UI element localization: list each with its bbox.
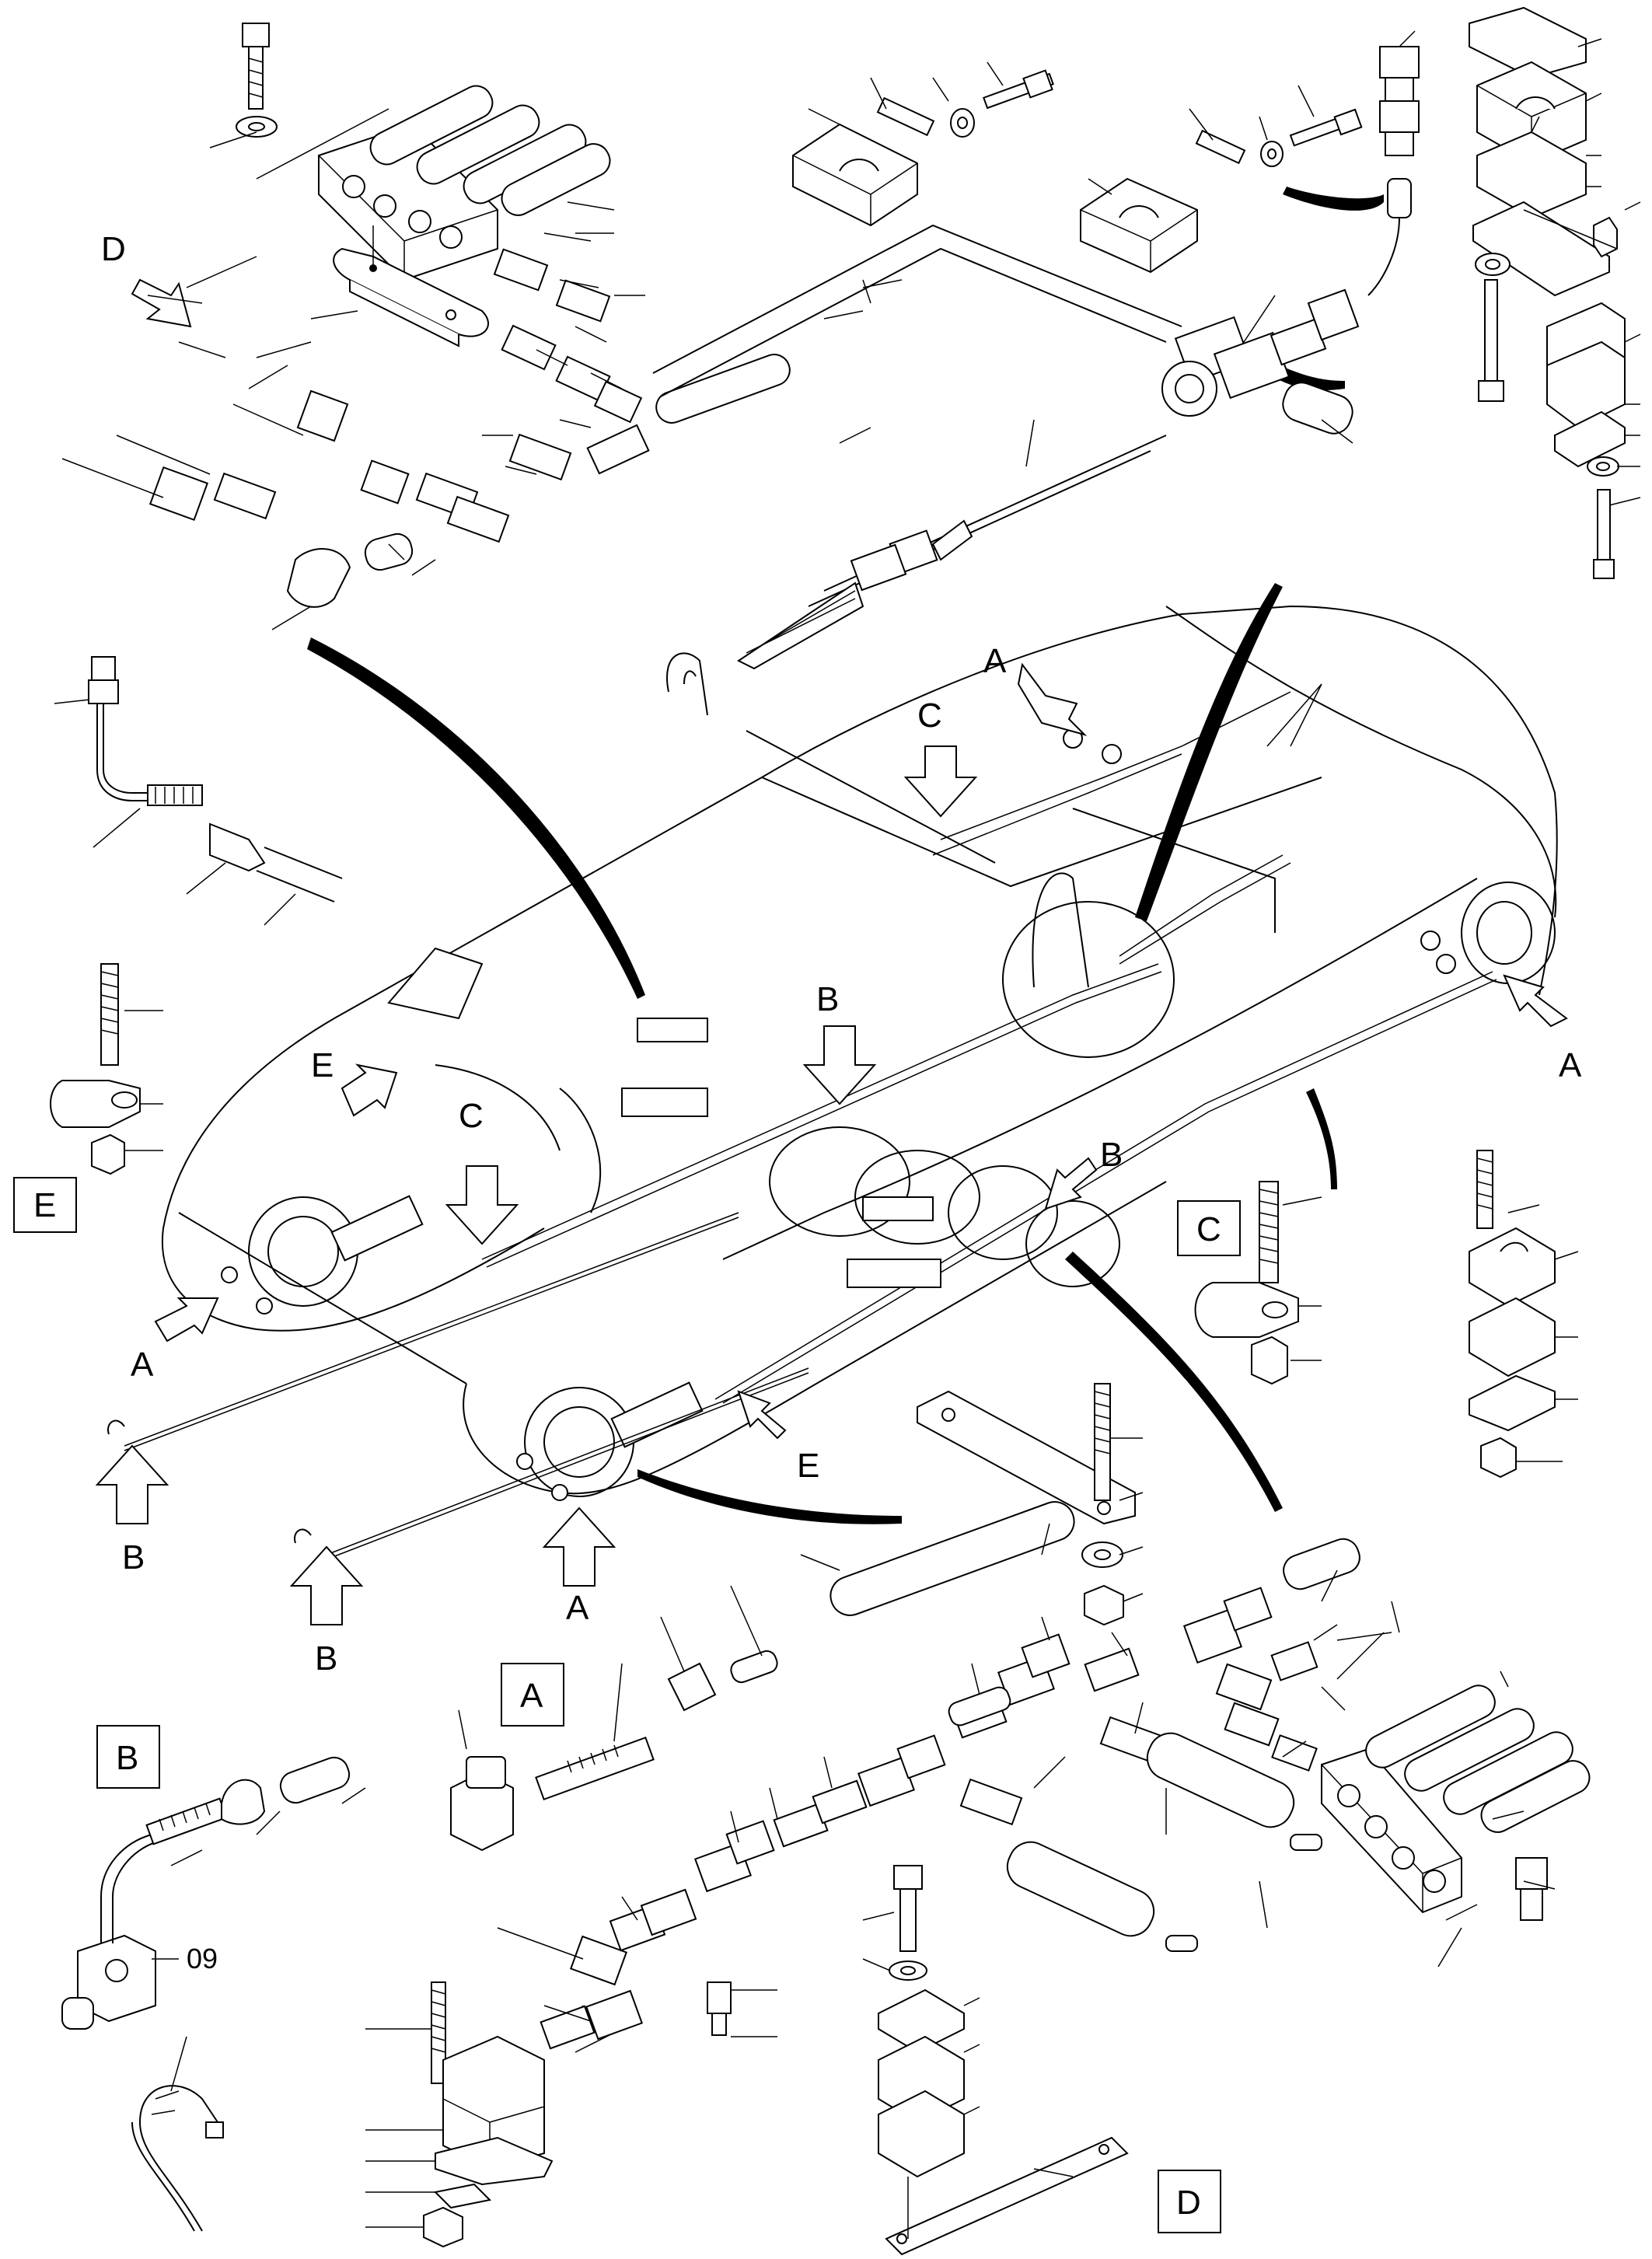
arrow-icon [341,1063,398,1117]
view-box-a [501,1663,564,1727]
right-c-detail [1194,1150,1579,1479]
lower-fittings [497,1888,777,2050]
view-label-a: A [566,1589,589,1627]
fitting-icon [694,1587,1318,1893]
arrow-icon [1503,974,1568,1028]
top-clamp-group [737,30,1420,670]
part-number-09: 09 [187,1943,218,1974]
nut-icon [423,2206,463,2248]
view-box-d-label: D [1176,2184,1201,2222]
view-box-b-label: B [116,1739,138,1777]
left-e-detail [50,656,343,1175]
fitting-icon [450,1756,514,1852]
fitting-icon [1367,46,1420,296]
view-box-b [96,1725,160,1789]
fitting-icon [1161,288,1360,435]
arrow-icon [1017,662,1088,736]
view-label-e: E [797,1447,819,1485]
pipe-clamp-icon [792,123,918,227]
view-box-e-label: E [33,1186,56,1224]
washer-icon [1260,141,1284,167]
boom-assembly [161,605,1558,1497]
fitting-icon [61,1797,228,2030]
manifold-icon [1321,1747,1462,1914]
nut-icon [1084,1584,1124,1626]
view-label-b: B [315,1639,337,1678]
washer-icon [236,116,278,138]
arrow-icon [95,1444,169,1524]
nut-icon [1480,1437,1517,1479]
view-box-c [1177,1200,1241,1256]
lube-lines [107,683,1497,1560]
view-label-a: A [131,1346,154,1384]
view-label-c: C [459,1097,484,1135]
top-right-clamp-stack [1469,6,1641,579]
nut-icon [1593,216,1618,258]
pipe-clamp-icon [1080,177,1198,274]
bottom-d-detail [365,1865,1129,2256]
view-arrows [95,278,1568,1625]
view-label-b: B [816,980,839,1018]
hex-bolt-icon [1478,279,1615,579]
bottom-center-group [800,1383,1144,1626]
washer-icon [1081,1541,1123,1568]
manifold-icon [318,123,498,281]
hex-bolt-icon [1259,1181,1279,1283]
view-box-a-label: A [520,1677,543,1715]
view-box-d [1158,2170,1221,2233]
arrow-icon [131,278,192,328]
hex-bolt-icon [100,963,119,1066]
washer-icon [950,108,975,138]
nut-icon [1251,1335,1288,1385]
arrow-icon [289,1545,364,1625]
arrow-icon [802,1025,877,1105]
hex-bolt-icon [983,69,1054,110]
cable-tie-icon [131,2085,224,2232]
nut-icon [91,1133,125,1175]
bottom-a-detail [450,1538,1591,1967]
fitting-icon [88,656,203,806]
view-label-b: B [1100,1136,1123,1174]
view-label-a: A [983,642,1007,680]
arrow-icon [154,1297,219,1342]
view-label-b: B [122,1538,145,1576]
view-box-c-label: C [1196,1210,1221,1248]
arrow-icon [1044,1157,1098,1210]
bottom-b-detail: 09 [61,1756,366,2232]
pipe-clamp-icon [1194,1282,1299,1338]
hex-bolt-icon [242,23,270,110]
view-label-e: E [311,1046,334,1084]
view-boxes: E C A B D [13,1177,1241,2233]
arrow-icon [903,745,978,818]
top-manifold-group [61,23,1182,630]
washer-icon [1475,253,1619,477]
pipe-clamp-icon [50,1080,141,1128]
arrow-icon [542,1507,616,1587]
view-label-d: D [101,230,126,268]
view-label-a: A [1559,1046,1582,1084]
arrow-icon [445,1165,519,1245]
hex-bolt-icon [893,1865,923,1952]
view-label-c: C [917,697,942,735]
hose-icon [209,822,343,903]
arrow-icon [737,1390,787,1440]
view-box-e [13,1177,77,1233]
view-letters: A C B A B E C A E B A B D [101,230,1582,1678]
hex-bolt-icon [1289,108,1363,147]
washer-icon [889,1960,927,1981]
